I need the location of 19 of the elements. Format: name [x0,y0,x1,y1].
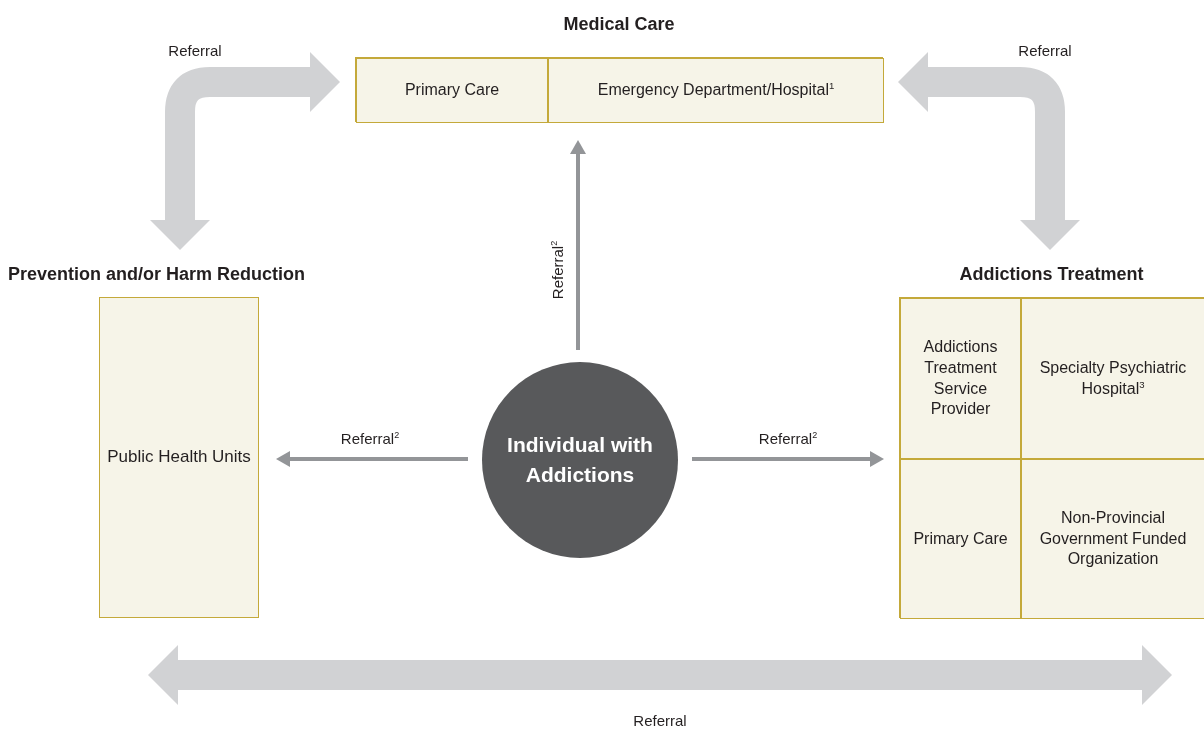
service-name: Public Health Units [107,446,251,469]
group-heading: Prevention and/or Harm Reduction [8,264,306,285]
service-box: Addictions Treatment Service Provider [900,298,1021,459]
edge-label: Referral$^{2}$ [338,429,402,447]
circle-label: Individual with Addictions [506,431,654,488]
referral-arrow [148,645,1172,705]
service-box: Primary Care [356,58,548,123]
arrow [692,451,884,467]
referral-arrow [150,52,340,250]
service-box: Emergency Department/Hospital$^{1}$ [548,58,884,123]
group-heading: Medical Care [563,14,675,35]
edge-label: Referral$^{2}$ [756,429,820,447]
group-heading: Addictions Treatment [959,264,1144,285]
arrow [570,140,586,350]
service-box: Specialty Psychiatric Hospital$^{3}$ [1021,298,1204,459]
service-box: Primary Care [900,459,1021,619]
referral-arrow [898,52,1080,250]
arrow [276,451,468,467]
service-box: Non-Provincial Government Funded Organization [1021,459,1204,619]
